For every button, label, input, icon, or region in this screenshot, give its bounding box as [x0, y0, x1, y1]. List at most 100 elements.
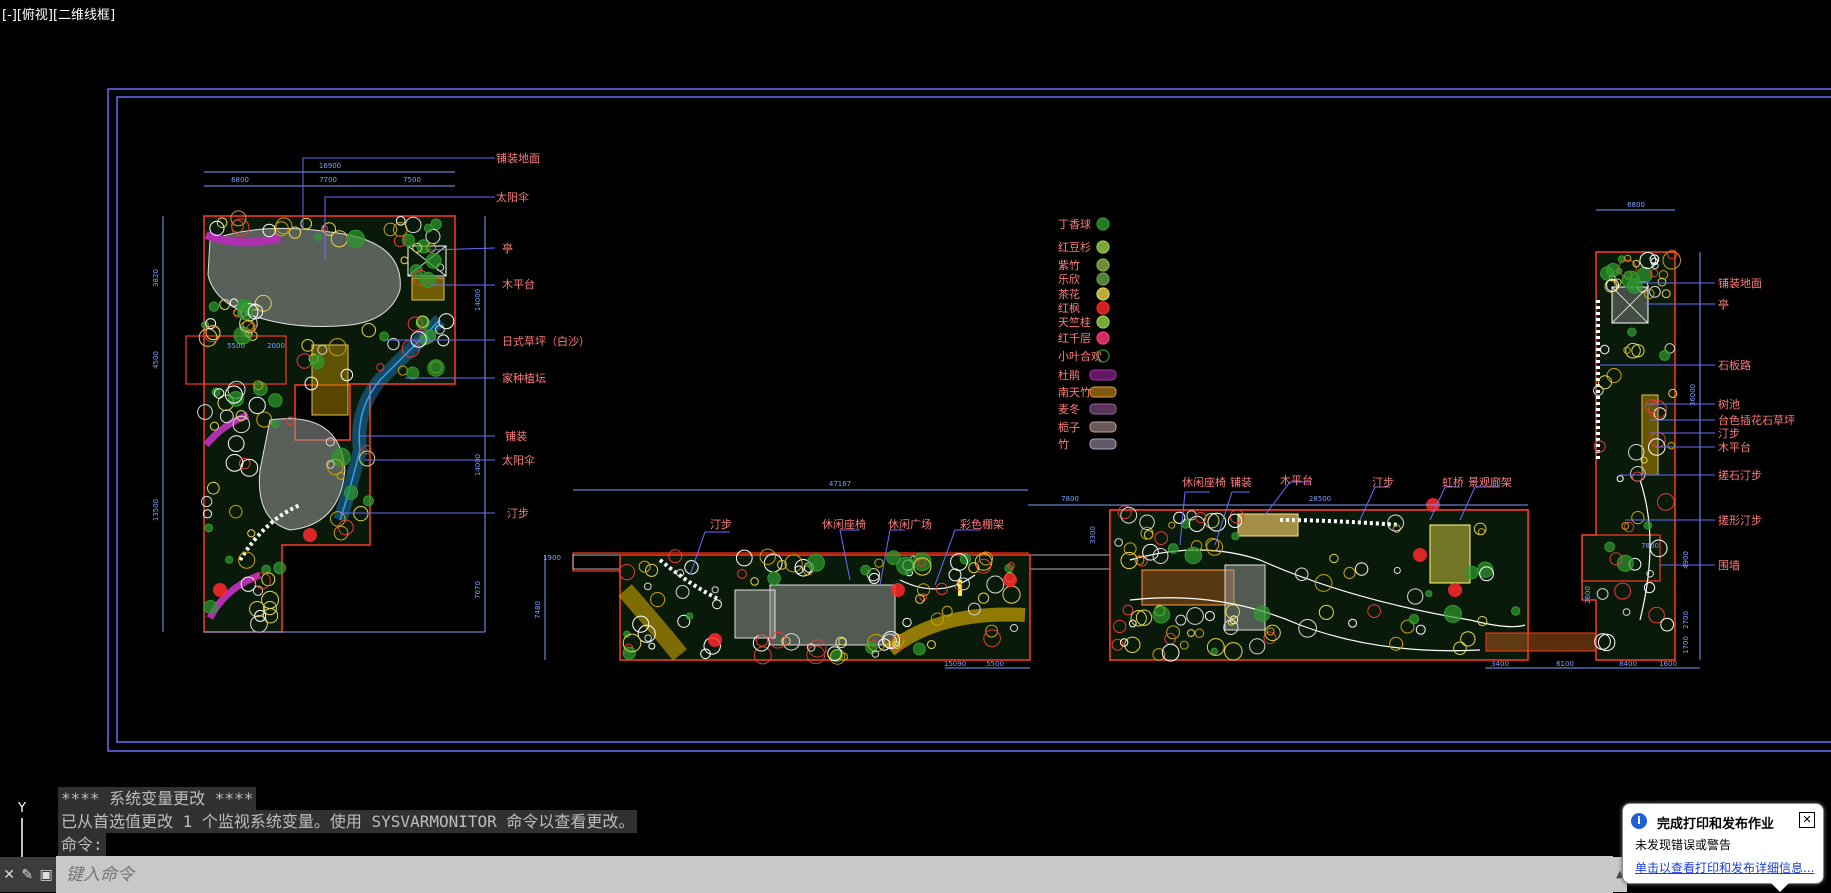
plant-symbol: [648, 642, 656, 650]
plant-symbol: [645, 563, 659, 577]
plant-symbol: [1186, 607, 1204, 625]
plan-label: 树池: [1718, 397, 1740, 411]
dim-right-c: 2600: [1584, 586, 1592, 604]
plant-symbol: [750, 577, 759, 586]
plant-symbol: [1453, 641, 1467, 655]
plant-symbol: [1119, 638, 1129, 647]
plan-label: 家种植坛: [502, 371, 546, 385]
plant-symbol: [781, 636, 791, 646]
viewport-controls-label[interactable]: [-][俯视][二维线框]: [2, 8, 116, 23]
plant-symbol: [406, 366, 420, 380]
plant-symbol: [1227, 618, 1235, 626]
leafy-shrub-icon: [1096, 258, 1110, 272]
plant-symbol: [1227, 513, 1243, 528]
plant-symbol: [618, 563, 636, 581]
notification-title: 完成打印和发布作业: [1657, 817, 1775, 832]
plan-label: 虹桥: [1442, 476, 1464, 489]
dim-middle-c: 28500: [1309, 495, 1331, 503]
dim-right-e: 8400: [1619, 660, 1637, 668]
plant-symbol: [1135, 609, 1153, 626]
plant-symbol: [1657, 277, 1667, 287]
plant-symbol: [1668, 388, 1678, 398]
plant-symbol: [430, 218, 442, 230]
recent-commands-icon[interactable]: ▣: [39, 866, 53, 883]
plant-symbol: [238, 551, 256, 569]
command-line-bar: ✕ ✎ ▣ ▲: [0, 856, 1627, 893]
plant-symbol: [684, 560, 699, 575]
plant-symbol: [1632, 259, 1641, 268]
legend-label: 红千层: [1058, 332, 1091, 345]
plant-symbol: [273, 221, 289, 237]
command-history-line: **** 系统变量更改 ****: [58, 787, 257, 810]
plant-symbol: [867, 633, 886, 653]
plant-symbol: [410, 331, 427, 348]
wrench-icon[interactable]: ✎: [21, 866, 34, 883]
plan-label: 台色插花石草坪: [1718, 413, 1795, 427]
plant-symbol: [203, 599, 218, 615]
plant-symbol: [759, 548, 776, 565]
dim-right-top: 6800: [1627, 201, 1645, 209]
legend-label: 天竺桂: [1058, 315, 1091, 329]
leader-line: [879, 529, 905, 586]
plant-symbol: [262, 600, 277, 616]
close-notification-button[interactable]: ✕: [1799, 812, 1815, 828]
notification-details-link[interactable]: 单击以查看打印和发布详细信息...: [1635, 861, 1815, 875]
plan-label: 铺装: [505, 430, 527, 443]
plant-symbol: [794, 565, 804, 575]
legend-label: 麦冬: [1058, 402, 1080, 416]
plant-symbol: [1161, 643, 1180, 662]
plant-symbol: [1393, 566, 1401, 575]
print-complete-notification: i 完成打印和发布作业 ✕ 未发现错误或警告 单击以查看打印和发布详细信息...: [1622, 803, 1824, 892]
middle-garden-plan: 47167 7800 28500 3300 7480 15090 5500 19…: [213, 473, 1700, 669]
legend-label: 紫竹: [1058, 258, 1080, 272]
plant-symbol: [1623, 521, 1635, 533]
plant-symbol: [835, 636, 847, 649]
plan-label: 木平台: [1718, 440, 1751, 454]
plan-label: 亭: [1718, 297, 1729, 311]
chevron-up-icon[interactable]: ▲: [1616, 869, 1624, 880]
close-icon[interactable]: ✕: [3, 866, 15, 883]
violet-hatch-icon: [1089, 369, 1117, 381]
red-maple-icon: [213, 583, 227, 597]
plant-symbol: [638, 560, 651, 573]
plant-symbol: [1646, 569, 1654, 578]
plant-symbol: [632, 615, 650, 633]
plant-symbol: [1649, 268, 1659, 278]
plant-symbol: [1627, 327, 1637, 337]
dim-middle-b: 7800: [1061, 495, 1079, 503]
command-history: **** 系统变量更改 **** 已从首选值更改 1 个监视系统变量。使用 SY…: [58, 787, 638, 856]
plant-symbol: [205, 325, 221, 341]
ucs-y-label: Y: [18, 801, 26, 816]
plant-symbol: [247, 303, 264, 320]
plant-symbol: [387, 337, 400, 351]
command-input[interactable]: [56, 856, 1613, 893]
plan-label: 休闲座椅: [1182, 475, 1226, 489]
round-shrub-icon: [1096, 217, 1110, 231]
star-shrub-icon: [1096, 240, 1110, 254]
plant-symbol: [1632, 471, 1643, 483]
plant-symbol: [1263, 631, 1277, 645]
plant-symbol: [1415, 624, 1426, 635]
plant-symbol: [1407, 588, 1424, 605]
plant-symbol: [1400, 619, 1415, 634]
drawing-frame: [107, 88, 1831, 752]
legend-label: 红豆杉: [1058, 240, 1091, 254]
plan-label: 铺装: [1230, 476, 1252, 489]
plant-symbol: [208, 301, 220, 312]
plant-symbol: [1206, 638, 1225, 656]
command-history-line: 已从首选值更改 1 个监视系统变量。使用 SYSVARMONITOR 命令以查看…: [58, 810, 638, 833]
plant-symbol: [326, 460, 335, 469]
plant-symbol: [1613, 278, 1622, 287]
plant-symbol: [230, 219, 245, 233]
plant-symbol: [1142, 543, 1159, 561]
plant-symbol: [806, 643, 816, 652]
plant-symbol: [209, 421, 219, 431]
plant-symbol: [1656, 493, 1675, 511]
plant-symbol: [675, 584, 690, 599]
leader-line: [302, 157, 495, 230]
plant-symbol: [1167, 543, 1179, 554]
plant-symbol: [753, 646, 772, 665]
plant-symbol: [1329, 553, 1339, 564]
plant-symbol: [769, 631, 787, 649]
